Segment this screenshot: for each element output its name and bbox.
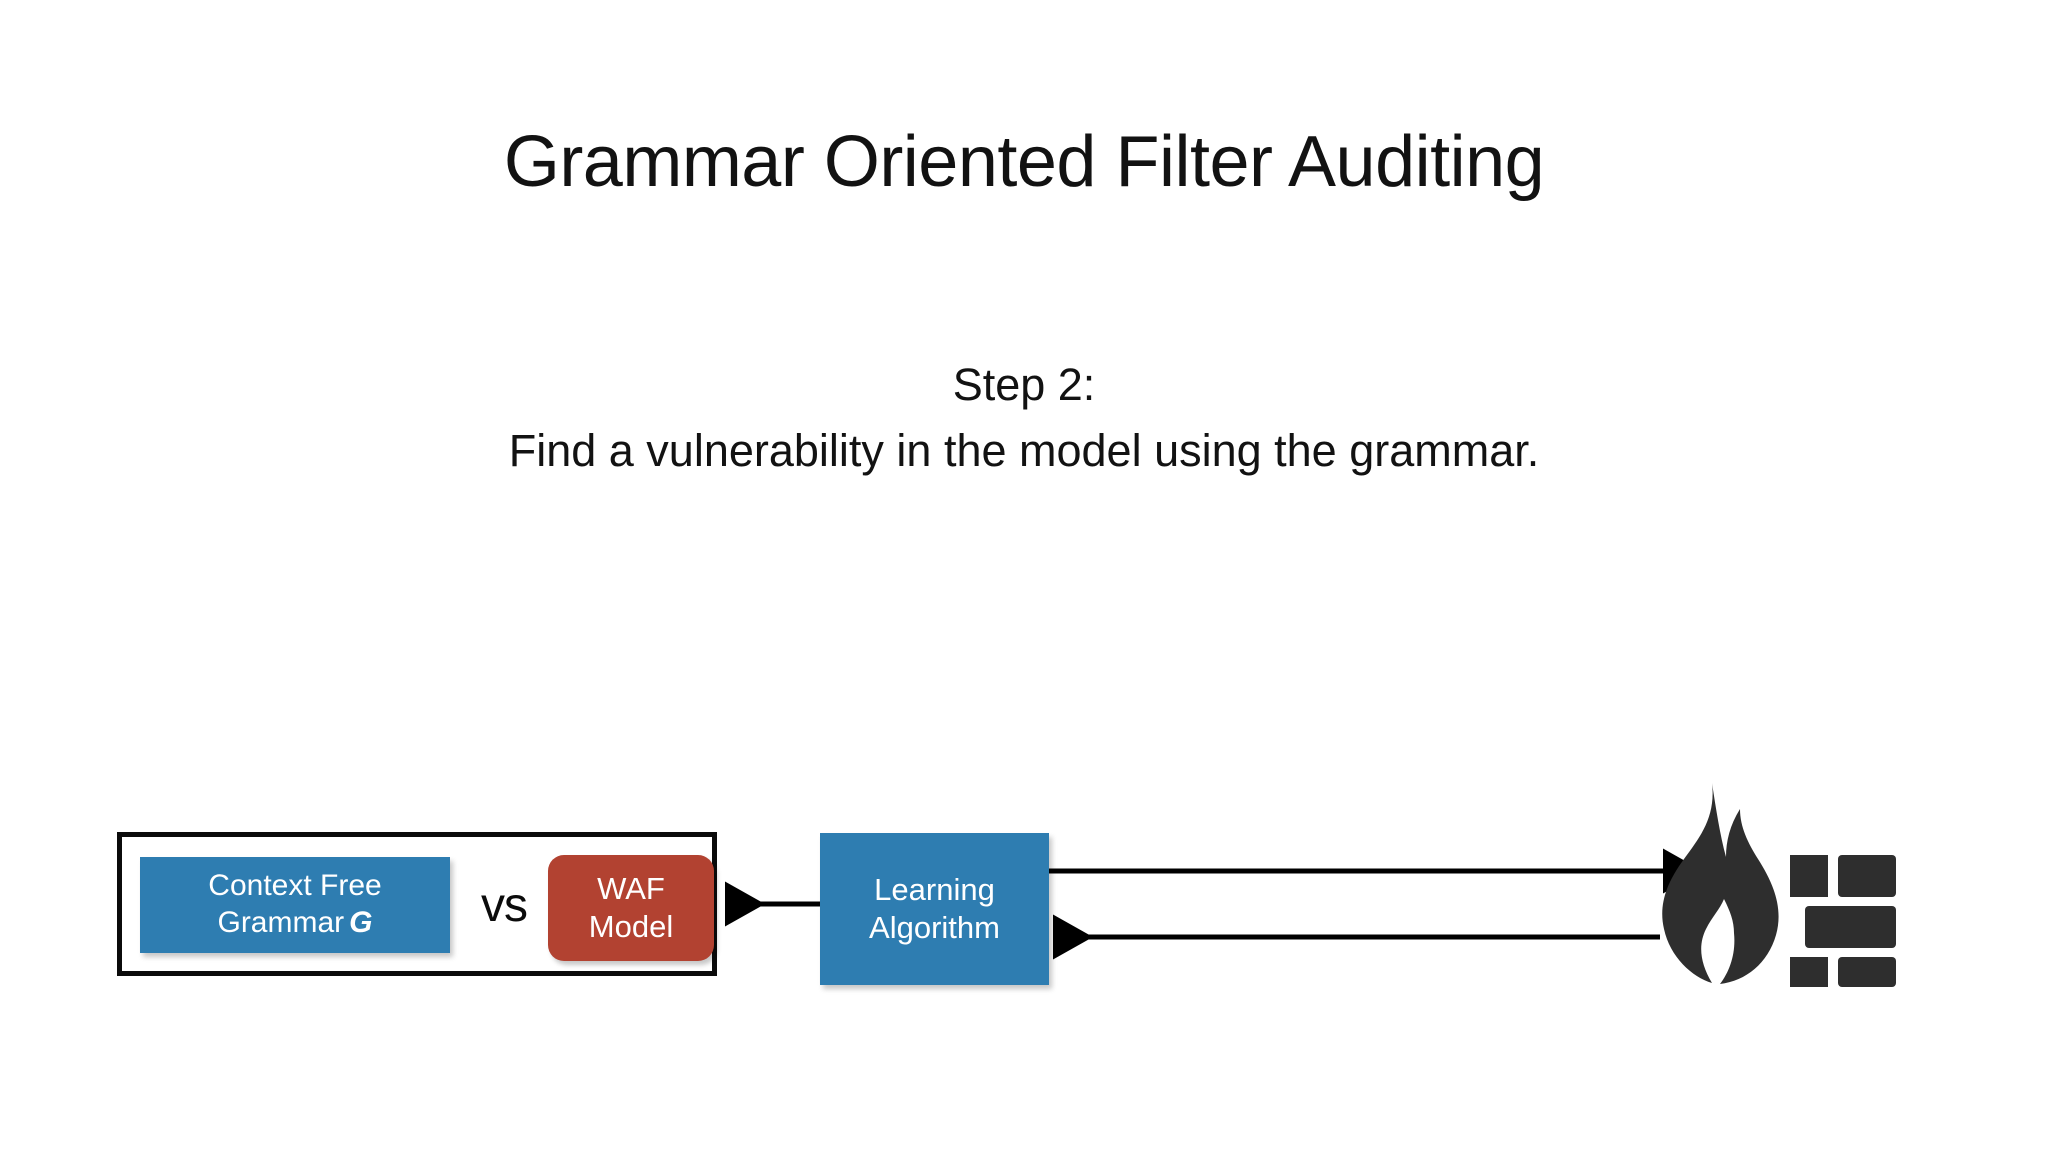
subtitle-step-description: Find a vulnerability in the model using … — [508, 424, 1540, 476]
waf-node-line1: WAF — [597, 871, 665, 907]
cfg-node-line1: Context Free — [208, 869, 382, 903]
versus-label: vs — [481, 878, 528, 932]
learning-node-line2: Algorithm — [869, 910, 1000, 945]
learning-algorithm-node: Learning Algorithm — [820, 833, 1049, 985]
waf-model-node: WAF Model — [548, 855, 714, 961]
subtitle-step-label: Step 2: — [952, 359, 1096, 410]
cfg-node-line2: Grammar — [217, 906, 345, 939]
page-title: Grammar Oriented Filter Auditing — [503, 122, 1545, 202]
grammar-symbol: G — [349, 906, 373, 939]
waf-node-line2: Model — [588, 909, 674, 944]
slide-subtitle: Step 2: Find a vulnerability in the mode… — [0, 352, 2048, 483]
firewall-icon — [1662, 783, 1896, 987]
learning-node-line1: Learning — [874, 872, 995, 908]
